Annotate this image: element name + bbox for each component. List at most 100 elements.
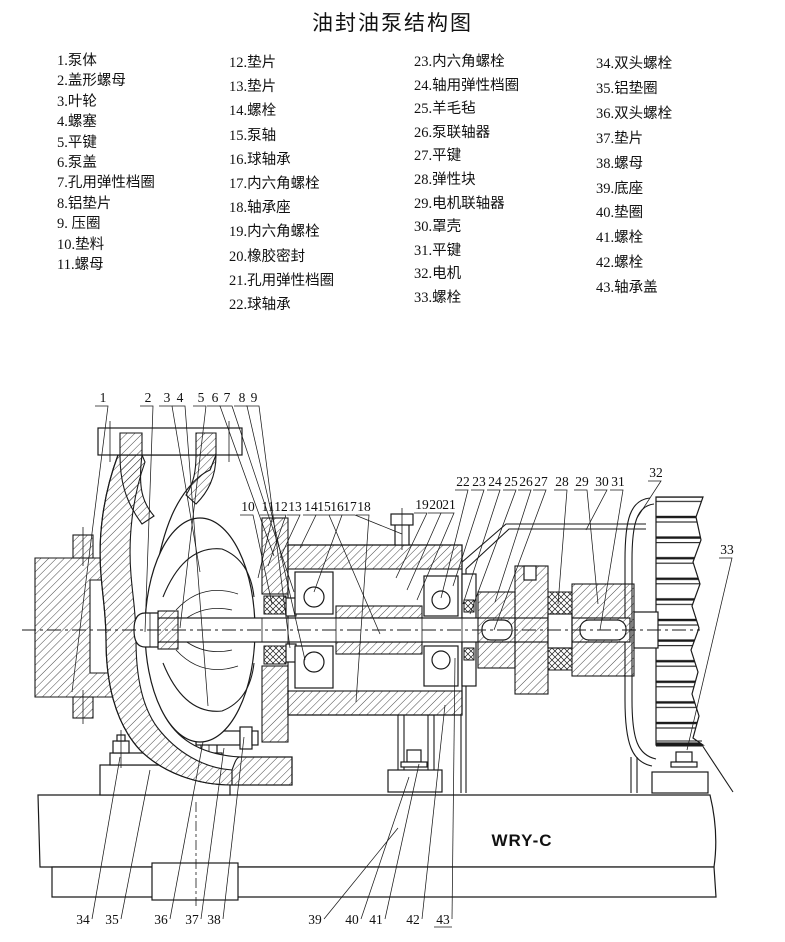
parts-item: 31.平键 (414, 242, 462, 259)
callout-number: 30 (595, 474, 609, 489)
parts-item: 5.平键 (57, 134, 97, 151)
callout-number: 29 (575, 474, 589, 489)
callout-number: 41 (369, 912, 383, 927)
motor-cooling-fins (655, 496, 705, 746)
callout-number: 28 (555, 474, 569, 489)
callout-leader (395, 512, 428, 579)
callout-number: 19 (415, 497, 429, 512)
parts-item: 27.平键 (414, 148, 462, 165)
callout-leader (323, 827, 399, 920)
parts-item: 38.螺母 (596, 155, 644, 172)
parts-item: 29.电机联轴器 (414, 195, 505, 212)
callout-leader (574, 489, 599, 605)
callout-number: 43 (436, 912, 450, 927)
callout-leader (355, 514, 370, 703)
callout-number: 36 (154, 912, 168, 927)
callout-number: 4 (177, 390, 184, 405)
parts-item: 20.橡胶密封 (229, 248, 306, 265)
callout-leader (200, 747, 225, 920)
callout-leader (222, 736, 245, 920)
callout-number: 34 (76, 912, 90, 927)
callout-number: 40 (345, 912, 359, 927)
parts-item: 17.内六角螺栓 (229, 176, 320, 193)
parts-item: 30.罩壳 (414, 219, 462, 236)
callout-leader (462, 489, 501, 605)
callout-number: 8 (239, 390, 246, 405)
callout-leader (169, 741, 204, 920)
callout-number: 26 (519, 474, 533, 489)
callout-number: 23 (472, 474, 486, 489)
callout-leader (172, 405, 209, 707)
callout-number: 27 (534, 474, 548, 489)
motor-foot-bolt (675, 751, 693, 763)
callout-number: 11 (262, 499, 275, 514)
callout-number: 31 (611, 474, 625, 489)
parts-item: 33.螺栓 (414, 289, 462, 306)
parts-item: 3.叶轮 (57, 93, 97, 110)
callout-leader (240, 514, 273, 605)
motor-foot (651, 771, 709, 794)
parts-item: 15.泵轴 (229, 127, 277, 144)
callout-number: 21 (442, 497, 456, 512)
parts-item: 32.电机 (414, 266, 462, 283)
parts-item: 16.球轴承 (229, 151, 291, 168)
parts-item: 12.垫片 (229, 55, 277, 71)
callout-number: 6 (212, 390, 219, 405)
callout-number: 14 (304, 499, 318, 514)
callout-number: 20 (429, 497, 443, 512)
callout-number: 22 (456, 474, 470, 489)
parts-item: 37.垫片 (596, 130, 644, 147)
parts-item: 41.螺栓 (596, 230, 644, 247)
callout-leader (120, 769, 151, 920)
parts-item: 1.泵体 (57, 53, 97, 69)
callout-number: 38 (207, 912, 221, 927)
callout-number: 33 (720, 542, 734, 557)
base-plate: WRY-C (37, 794, 717, 906)
callout-leader (71, 405, 109, 693)
callout-leader (384, 763, 420, 920)
elastic-block (547, 591, 573, 615)
parts-item: 9. 压圈 (57, 216, 101, 233)
motor-end-cover (624, 497, 653, 767)
parts-item: 39.底座 (596, 180, 644, 197)
callout-number: 10 (241, 499, 255, 514)
parts-item: 22.球轴承 (229, 297, 291, 314)
stuffing-box (263, 595, 297, 665)
parts-item: 24.轴用弹性档圈 (414, 77, 520, 94)
callout-number: 13 (288, 499, 302, 514)
callout-leader (494, 489, 532, 603)
motor (624, 496, 734, 794)
callout-leader (469, 489, 517, 615)
parts-item: 7.孔用弹性档圈 (57, 175, 155, 192)
parts-item: 34.双头螺栓 (596, 56, 673, 72)
callout-leader (140, 405, 154, 633)
parts-item: 35.铝垫圈 (596, 80, 658, 97)
callout-leader (416, 512, 455, 601)
parts-item: 25.羊毛毡 (414, 101, 476, 118)
parts-item: 2.盖形螺母 (57, 73, 126, 90)
parts-item: 6.泵盖 (57, 155, 97, 172)
parts-item: 28.弹性块 (414, 171, 476, 188)
callout-number: 9 (251, 390, 258, 405)
callout-leader (267, 514, 287, 567)
callout-leader (421, 704, 446, 920)
callout-leader (554, 489, 568, 605)
callout-number: 7 (224, 390, 231, 405)
callout-leader (599, 489, 624, 631)
bearing-bracket (387, 715, 443, 793)
callout-number: 17 (343, 499, 357, 514)
parts-item: 11.螺母 (57, 257, 104, 274)
callout-leader (219, 405, 295, 593)
ball-bearings (294, 571, 459, 689)
callout-number: 39 (308, 912, 322, 927)
callout-number: 2 (145, 390, 152, 405)
callout-leader (440, 489, 469, 599)
callout-leader (279, 514, 301, 559)
callout-leader (299, 514, 317, 549)
callout-leader (179, 405, 207, 629)
callout-number: 25 (504, 474, 518, 489)
callout-number: 3 (164, 390, 171, 405)
